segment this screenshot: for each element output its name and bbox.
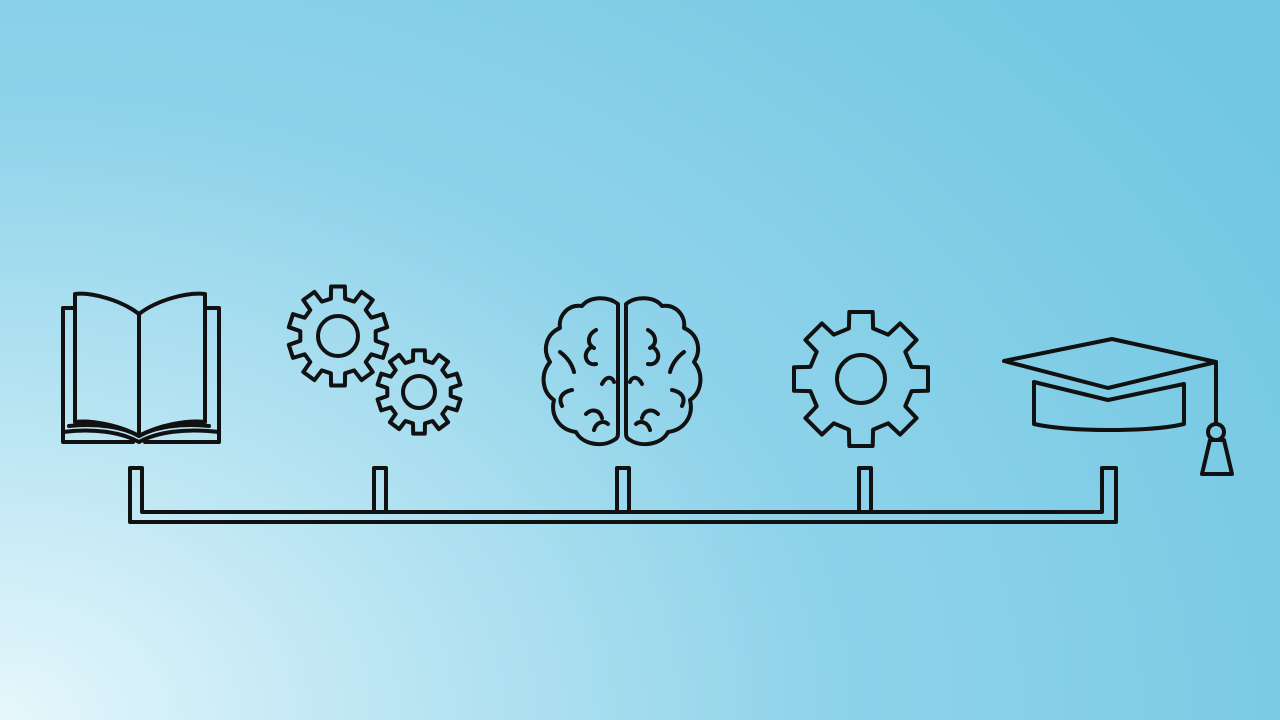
timeline-bracket-outer xyxy=(128,466,1118,524)
small-gear-hole xyxy=(401,374,437,410)
single-gear-hole xyxy=(835,353,887,405)
single-gear-teeth xyxy=(792,310,930,448)
small-gear-teeth xyxy=(375,348,463,436)
gears-icon xyxy=(286,284,463,436)
graduation-cap-icon xyxy=(1002,337,1234,476)
brain-icon xyxy=(541,296,703,447)
large-gear-hole xyxy=(316,314,360,358)
gear-icon xyxy=(792,310,930,448)
large-gear-teeth xyxy=(286,284,390,388)
timeline-bracket xyxy=(128,466,1118,524)
timeline-bracket-risers xyxy=(372,466,873,514)
open-book-icon xyxy=(61,291,221,444)
